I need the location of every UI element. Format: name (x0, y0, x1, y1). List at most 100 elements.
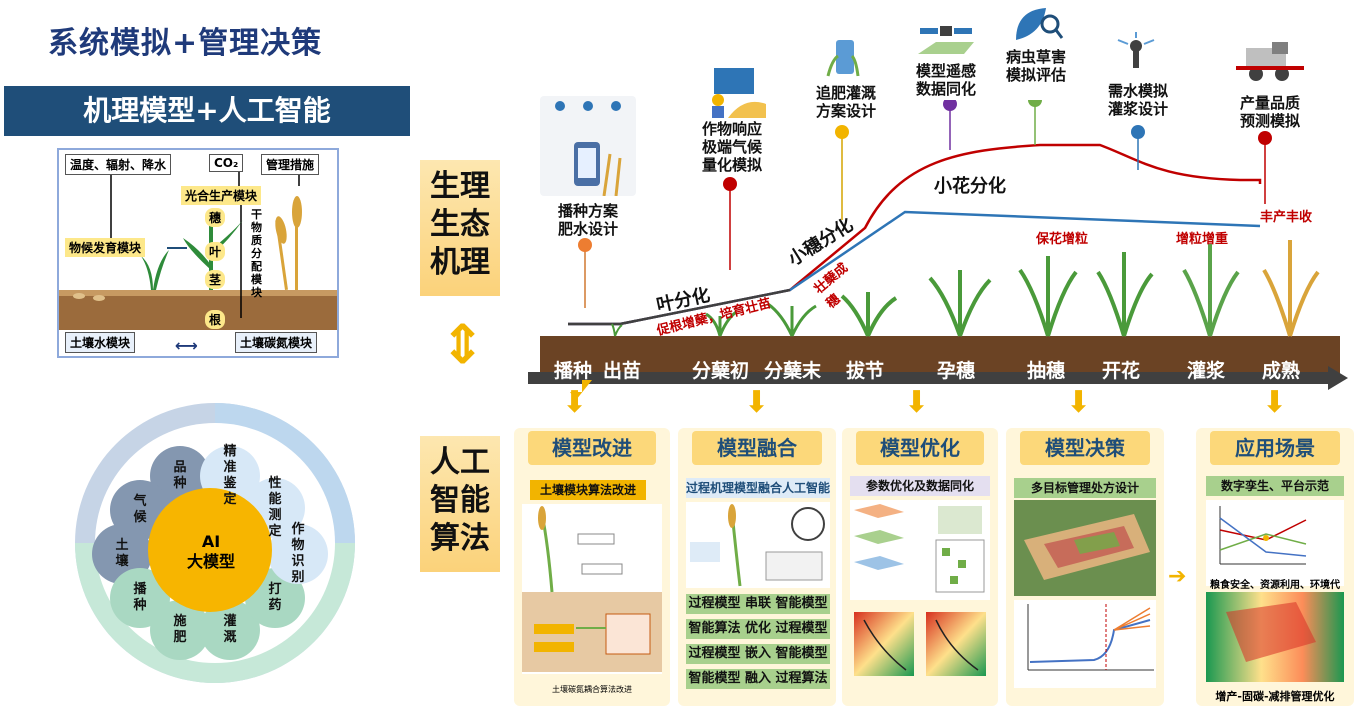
optimize-heatmaps (850, 610, 990, 684)
decision-field-graphic (1014, 500, 1156, 596)
red-curve (568, 143, 1262, 326)
pareto-graphic (1219, 506, 1307, 565)
application-ndvi-map (1206, 592, 1344, 682)
circle-item-irrigate: 灌溉 (223, 614, 237, 645)
double-arrow-icon: ⇕ (440, 313, 486, 376)
plant-tillering-late (767, 302, 817, 337)
main-title: 系统模拟+管理决策 (48, 26, 323, 61)
icon-harvester (1236, 40, 1306, 84)
panel-sub-improve: 土壤模块算法改进 (530, 480, 646, 500)
petal-fertilize (150, 600, 210, 660)
down-arrow-icon-1: ⬇ (562, 385, 588, 420)
panel-title-decision: 模型决策 (1020, 431, 1150, 465)
ai-circle-diagram (75, 403, 355, 683)
plant-flowering (1096, 252, 1154, 337)
plant-heading (1018, 256, 1078, 337)
organ-spike: 穗 (205, 208, 226, 227)
down-arrow-icon-4: ⬇ (1066, 385, 1092, 420)
circle-item-spray: 打药 (268, 582, 282, 613)
plant-mature (275, 196, 302, 290)
down-arrow-icon-2: ⬇ (744, 385, 770, 420)
combo-1: 过程模型 串联 智能模型 (686, 594, 830, 614)
soil-algorithm-graphic (522, 506, 662, 672)
icon-climate-response (704, 66, 768, 118)
stage-filling: 灌浆 (1187, 360, 1226, 382)
fusion-graphic (690, 504, 825, 587)
stage-tillering-early: 分蘖初 (692, 360, 750, 382)
ground-strip (540, 336, 1340, 376)
organ-leaf: 叶 (205, 242, 226, 261)
top-pins (578, 100, 1272, 308)
circle-item-climate: 气候 (133, 494, 147, 525)
plant-tillering-early (705, 310, 737, 337)
note-grain-weight: 增粒增重 (1176, 232, 1229, 247)
plant-booting (928, 270, 992, 337)
researcher-icon (712, 68, 766, 118)
growth-diagram (528, 100, 1348, 400)
optimize-grid-graphic (854, 504, 985, 593)
icon-pest (1012, 4, 1064, 44)
panel-sub-application: 数字孪生、平台示范 (1206, 476, 1344, 496)
down-arrow-1 (570, 380, 592, 400)
panel-title-fusion: 模型融合 (692, 431, 822, 465)
petal-crop-id (268, 524, 328, 584)
circle-item-sowing: 播种 (133, 582, 147, 613)
side-label-ai: 人工智能算法 (420, 436, 500, 572)
optimize-heatmaps-graphic (854, 612, 986, 676)
pin-head-7 (1258, 131, 1272, 145)
icon-fertilizer-plan (822, 36, 866, 80)
decision-curve-graphic (1027, 604, 1154, 671)
sprinkler-icon (1117, 32, 1155, 68)
soil-algorithm-diagram (522, 504, 662, 674)
circle-item-precision: 精准鉴定 (223, 444, 237, 507)
stage-jointing: 拔节 (846, 360, 885, 382)
stage-tillering-late: 分蘖末 (764, 360, 822, 382)
icon-remote-sensing (914, 14, 978, 58)
panel-title-improve: 模型改进 (528, 431, 656, 465)
phase-floret: 小花分化 (934, 176, 1006, 197)
note-keep-floret: 保花增粒 (1036, 232, 1089, 247)
decision-curve-chart (1014, 600, 1156, 688)
panel-sub-decision: 多目标管理处方设计 (1014, 478, 1156, 498)
petal-irrigate (200, 600, 260, 660)
stage-emergence: 出苗 (603, 360, 642, 382)
dry-matter-label: 干物质分配模块 (251, 208, 262, 299)
combo-2: 智能算法 优化 过程模型 (686, 619, 830, 639)
ai-core-label: AI 大模型 (186, 532, 235, 571)
co2-label: CO₂ (209, 154, 244, 172)
fusion-diagram (686, 502, 830, 588)
stage-maturity: 成熟 (1262, 360, 1301, 382)
combo-4: 智能模型 融入 过程算法 (686, 669, 830, 689)
ai-core (148, 488, 272, 612)
management-label: 管理措施 (261, 154, 320, 175)
panel-sub-fusion: 过程机理模型融合人工智能 (686, 478, 830, 498)
organ-stem: 茎 (205, 270, 226, 289)
down-arrow-icon-5: ⬇ (1262, 385, 1288, 420)
circle-item-variety: 品种 (173, 460, 187, 491)
plant-emergence (611, 323, 623, 337)
top-label-yield: 产量品质 预测模拟 (1239, 94, 1300, 130)
pin-head-2 (723, 177, 737, 191)
exchange-arrow-icon: ⟷ (175, 336, 198, 355)
plant-filling (1182, 244, 1240, 337)
top-label-climate: 作物响应 极端气候 量化模拟 (701, 120, 762, 174)
phone-plant-icon (826, 40, 860, 77)
stage-booting: 孕穗 (937, 360, 976, 382)
leaf-magnifier-icon (1016, 8, 1064, 40)
caption-improve: 土壤碳氮耦合算法改进 (552, 685, 632, 694)
subtitle-bar: 机理模型+人工智能 (4, 86, 410, 136)
circle-item-fertilize: 施肥 (173, 614, 187, 645)
plant-seedling (141, 250, 169, 290)
top-label-irrigation: 需水模拟 灌浆设计 (1107, 82, 1168, 118)
circle-item-crop-id: 作物识别 (291, 522, 305, 585)
petal-sowing (110, 568, 170, 628)
pin-head-4 (943, 100, 957, 111)
timeline-arrow (528, 366, 1348, 390)
top-label-pest: 病虫草害 模拟评估 (1005, 48, 1066, 84)
right-arrow-icon: ➔ (1168, 564, 1187, 589)
wheat-plants (611, 240, 1320, 337)
soil-surface (59, 290, 337, 296)
pin-head-6 (1131, 125, 1145, 139)
ndvi-graphic (1206, 592, 1344, 682)
soil-cn-label: 土壤碳氮模块 (235, 332, 318, 353)
